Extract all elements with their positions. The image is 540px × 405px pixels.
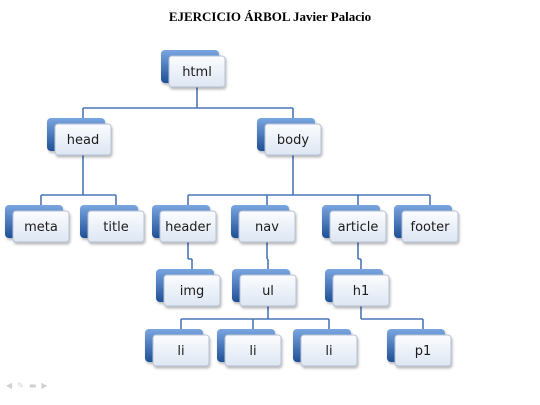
connector-line [180, 306, 330, 329]
connector-line [40, 155, 117, 205]
node-label: img [180, 284, 205, 299]
connector-lines [40, 87, 431, 329]
node-p1: p1 [387, 329, 452, 367]
node-label-box [300, 334, 358, 367]
node-nav: nav [231, 205, 296, 243]
connector-line [360, 306, 424, 329]
connector-line [82, 87, 294, 118]
next-icon[interactable]: ▶ [41, 381, 48, 390]
node-label-box [394, 334, 452, 367]
tree-nodes: html head body meta title header nav article foo… [5, 50, 459, 367]
node-label-box [87, 210, 145, 243]
node-label-box [264, 123, 322, 156]
node-label: nav [255, 220, 279, 235]
node-label: head [67, 133, 99, 148]
node-html: html [161, 50, 226, 88]
connector-article [357, 242, 362, 269]
node-label: p1 [415, 344, 432, 359]
node-label-box [332, 274, 390, 307]
connector-body [187, 155, 431, 205]
diagram-title: EJERCICIO ÁRBOL Javier Palacio [168, 9, 372, 24]
connector-h1 [360, 306, 424, 329]
node-meta: meta [5, 205, 70, 243]
node-label: meta [24, 220, 58, 235]
connector-ul [180, 306, 330, 329]
node-li3: li [293, 329, 358, 367]
connector-header [187, 242, 193, 269]
node-label: title [103, 220, 128, 235]
node-label: html [182, 65, 212, 80]
node-label-box [239, 274, 297, 307]
node-label-box [54, 123, 112, 156]
connector-line [187, 242, 193, 269]
node-label-box [163, 274, 221, 307]
node-li1: li [145, 329, 210, 367]
node-label: article [338, 220, 379, 235]
node-label: li [249, 344, 256, 359]
node-label-box [168, 55, 226, 88]
node-label: li [177, 344, 184, 359]
node-label-box [152, 334, 210, 367]
menu-icon[interactable]: ▬ [28, 381, 37, 390]
node-head: head [47, 118, 112, 156]
pen-icon[interactable]: ✎ [17, 381, 24, 390]
prev-icon[interactable]: ◀ [6, 381, 13, 390]
node-label-box [159, 210, 217, 243]
node-article: article [322, 205, 387, 243]
node-label-box [12, 210, 70, 243]
node-label: body [277, 133, 309, 148]
node-body: body [257, 118, 322, 156]
connector-line [187, 155, 431, 205]
node-label: li [325, 344, 332, 359]
node-label: header [165, 220, 211, 235]
node-label: h1 [353, 284, 370, 299]
node-label-box [329, 210, 387, 243]
node-title-tag: title [80, 205, 145, 243]
slide-navigation[interactable]: ◀ ✎ ▬ ▶ [6, 381, 48, 390]
node-label-box [401, 210, 459, 243]
node-li2: li [217, 329, 282, 367]
connector-line [266, 242, 269, 269]
node-label: ul [262, 284, 274, 299]
connector-nav [266, 242, 269, 269]
connector-head [40, 155, 117, 205]
node-ul: ul [232, 269, 297, 307]
node-label: footer [411, 220, 451, 235]
node-footer: footer [394, 205, 459, 243]
node-h1: h1 [325, 269, 390, 307]
node-header: header [152, 205, 217, 243]
connector-html [82, 87, 294, 118]
connector-line [357, 242, 362, 269]
node-label-box [238, 210, 296, 243]
node-img: img [156, 269, 221, 307]
node-label-box [224, 334, 282, 367]
